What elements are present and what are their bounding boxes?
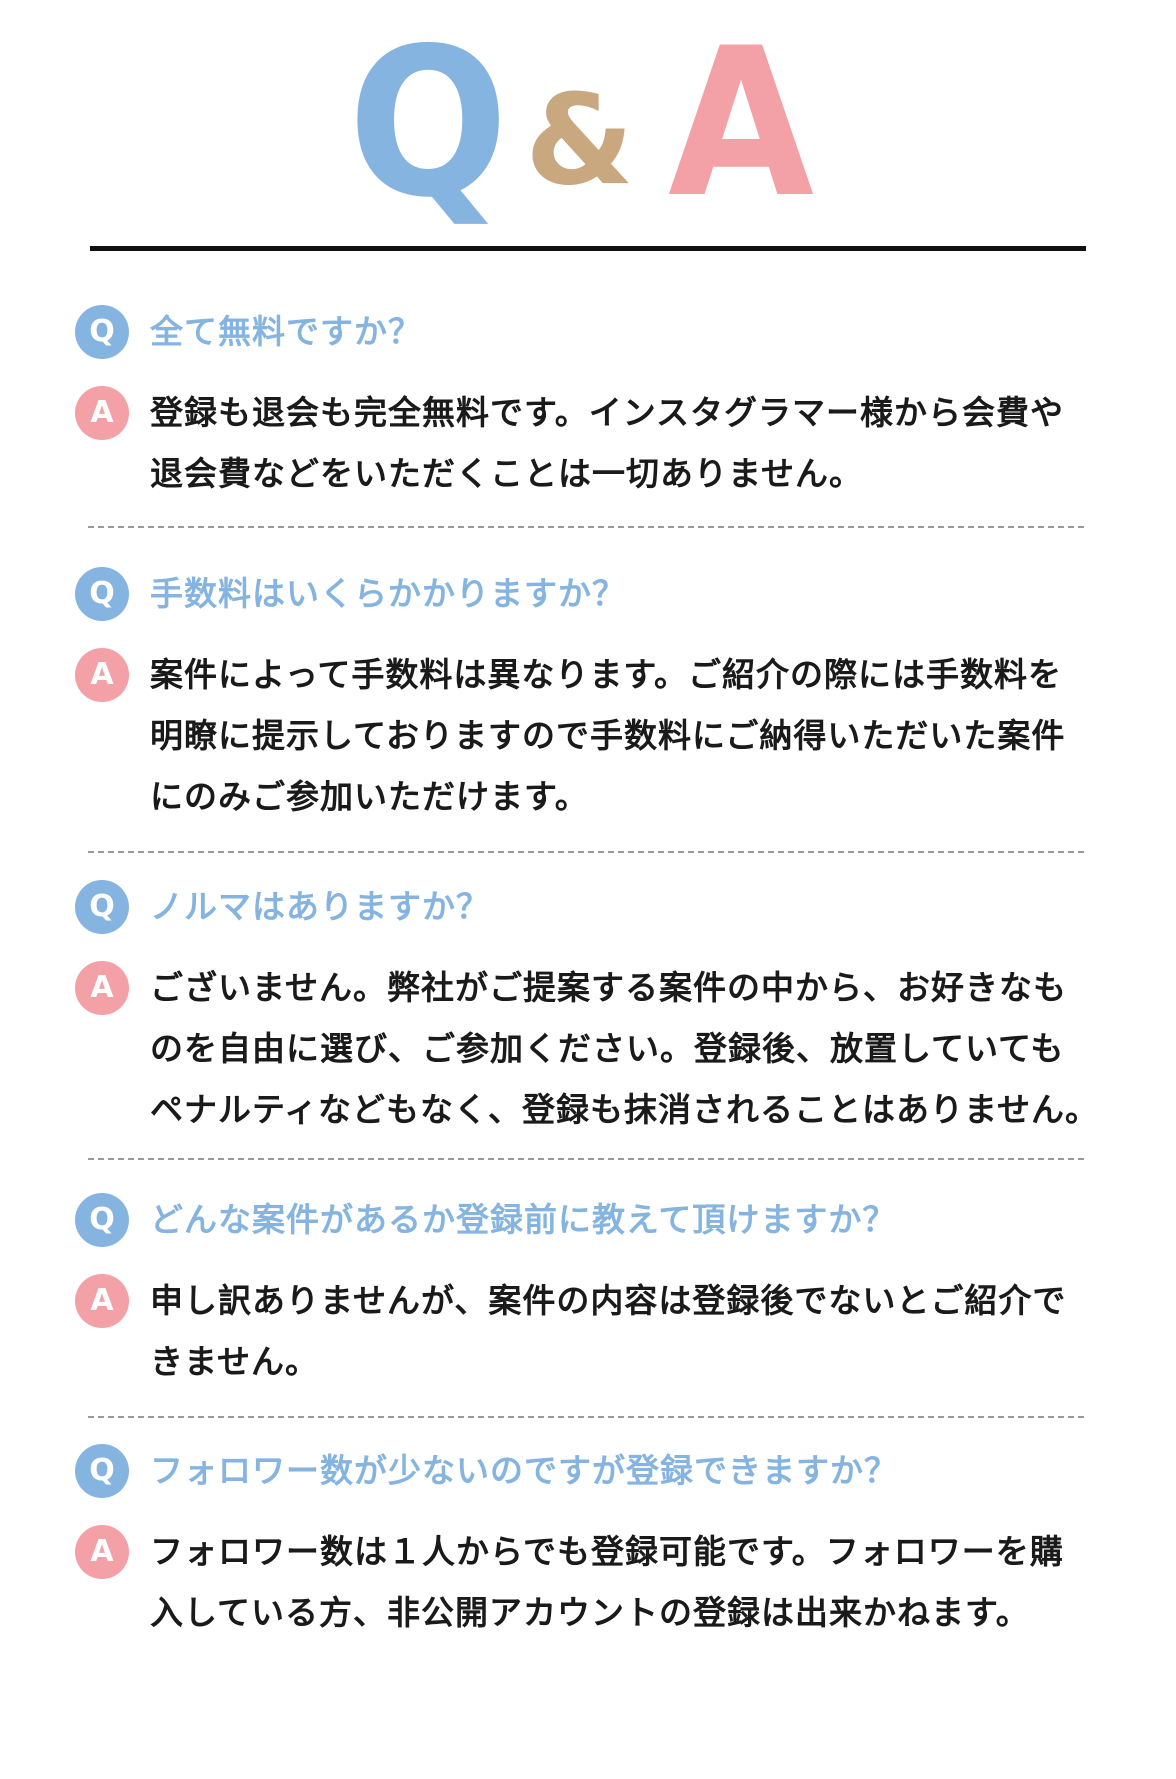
question-text: ノルマはありますか？ [150, 887, 490, 926]
answer-line: 退会費などをいただくことは一切ありません。 [150, 454, 864, 493]
header-letter-q: Q [348, 5, 509, 243]
header-letter-a: A [668, 5, 814, 243]
answer-badge: A [75, 386, 129, 440]
question-badge: Q [75, 1193, 129, 1247]
answer-line: にのみご参加いただけます。 [150, 777, 589, 816]
answer-line: 申し訳ありませんが、案件の内容は登録後でないとご紹介で [150, 1281, 1067, 1320]
header-rule [90, 246, 1086, 251]
answer-text: 案件によって手数料は異なります。ご紹介の際には手数料を 明瞭に提示しておりますの… [150, 644, 1095, 827]
qa-header: Q & A [0, 0, 1176, 251]
question-badge: Q [75, 880, 129, 934]
answer-badge: A [75, 961, 129, 1015]
answer-badge: A [75, 1274, 129, 1328]
answer-badge: A [75, 1525, 129, 1579]
question-text: どんな案件があるか登録前に教えて頂けますか？ [150, 1200, 897, 1239]
divider [88, 526, 1084, 528]
answer-text: フォロワー数は１人からでも登録可能です。フォロワーを購 入している方、非公開アカ… [150, 1521, 1095, 1643]
question-badge: Q [75, 1444, 129, 1498]
answer-line: のを自由に選び、ご参加ください。登録後、放置していても [150, 1029, 1065, 1068]
question-badge: Q [75, 305, 129, 359]
answer-line: ペナルティなどもなく、登録も抹消されることはありません。 [150, 1090, 1100, 1129]
answer-line: 明瞭に提示しておりますので手数料にご納得いただいた案件 [150, 716, 1066, 755]
answer-line: フォロワー数は１人からでも登録可能です。フォロワーを購 [150, 1532, 1064, 1571]
answer-line: 登録も退会も完全無料です。インスタグラマー様から会費や [150, 393, 1065, 432]
question-text: 全て無料ですか？ [150, 312, 422, 351]
answer-text: ございません。弊社がご提案する案件の中から、お好きなも のを自由に選び、ご参加く… [150, 957, 1100, 1140]
question-text: 手数料はいくらかかりますか？ [150, 574, 626, 613]
answer-line: 案件によって手数料は異なります。ご紹介の際には手数料を [150, 655, 1063, 694]
answer-line: ございません。弊社がご提案する案件の中から、お好きなも [150, 968, 1068, 1007]
answer-line: きません。 [150, 1342, 320, 1381]
answer-text: 登録も退会も完全無料です。インスタグラマー様から会費や 退会費などをいただくこと… [150, 382, 1095, 504]
divider [88, 1158, 1084, 1160]
question-text: フォロワー数が少ないのですが登録できますか？ [150, 1451, 898, 1490]
divider [88, 851, 1084, 853]
answer-line: 入している方、非公開アカウントの登録は出来かねます。 [150, 1593, 1030, 1632]
answer-badge: A [75, 648, 129, 702]
header-ampersand: & [525, 68, 635, 213]
divider [88, 1416, 1084, 1418]
question-badge: Q [75, 567, 129, 621]
answer-text: 申し訳ありませんが、案件の内容は登録後でないとご紹介で きません。 [150, 1270, 1095, 1392]
